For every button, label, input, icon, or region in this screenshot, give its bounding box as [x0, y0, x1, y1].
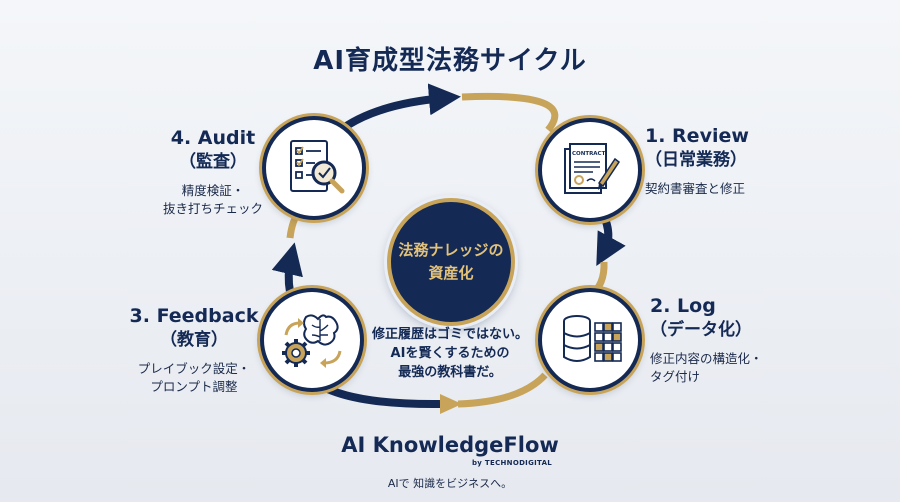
- step-log-node: [538, 288, 642, 392]
- step-feedback-title: 3. Feedback: [129, 305, 259, 327]
- arc-bottom-arrowhead: [440, 394, 462, 414]
- center-message: 修正履歴はゴミではない。 AIを賢くするための 最強の教科書だ。: [371, 327, 528, 380]
- step-log-label: 2. Log （データ化） 修正内容の構造化・ タグ付け: [650, 294, 763, 386]
- step-audit-subtitle: （監査）: [179, 152, 247, 172]
- step-feedback-description: プレイブック設定・ プロンプト調整: [137, 361, 251, 394]
- step-audit-node: [262, 116, 366, 220]
- checklist-magnifier-icon: [290, 140, 345, 194]
- svg-text:CONTRACT: CONTRACT: [572, 151, 606, 157]
- center-line-2: 資産化: [428, 264, 474, 282]
- step-review-label: 1. Review （日常業務） 契約書審査と修正: [645, 124, 749, 198]
- brand-name: AI KnowledgeFlow: [341, 433, 559, 457]
- step-review-subtitle: （日常業務）: [645, 150, 747, 170]
- brand-tagline: AIで 知識をビジネスへ。: [387, 477, 513, 490]
- step-feedback-node: [260, 288, 364, 392]
- contract-pen-icon: CONTRACT: [564, 143, 621, 194]
- brand-byline: by TECHNODIGITAL: [472, 459, 553, 467]
- step-log-description: 修正内容の構造化・ タグ付け: [650, 351, 763, 384]
- arc-top-to-review: [461, 92, 559, 133]
- step-audit-label: 4. Audit （監査） 精度検証・ 抜き打ちチェック: [148, 126, 278, 218]
- center-knowledge-asset: 法務ナレッジの 資産化: [387, 198, 515, 326]
- step-feedback-subtitle: （教育）: [160, 330, 228, 350]
- brain-gears-icon: [282, 314, 342, 368]
- center-line-1: 法務ナレッジの: [398, 241, 504, 259]
- step-log-subtitle: （データ化）: [650, 320, 752, 340]
- step-log-title: 2. Log: [650, 295, 716, 317]
- step-audit-title: 4. Audit: [170, 127, 256, 149]
- arc-log-to-bottom: [457, 372, 548, 408]
- step-review-title: 1. Review: [645, 125, 749, 147]
- step-feedback-label: 3. Feedback （教育） プレイブック設定・ プロンプト調整: [116, 304, 272, 396]
- step-audit-description: 精度検証・ 抜き打ちチェック: [162, 183, 263, 216]
- step-review-description: 契約書審査と修正: [645, 181, 746, 196]
- arc-feedback-to-audit: [271, 242, 303, 293]
- step-review-node: CONTRACT: [538, 118, 642, 222]
- page-title: AI育成型法務サイクル: [313, 46, 587, 76]
- database-grid-icon: [563, 315, 622, 362]
